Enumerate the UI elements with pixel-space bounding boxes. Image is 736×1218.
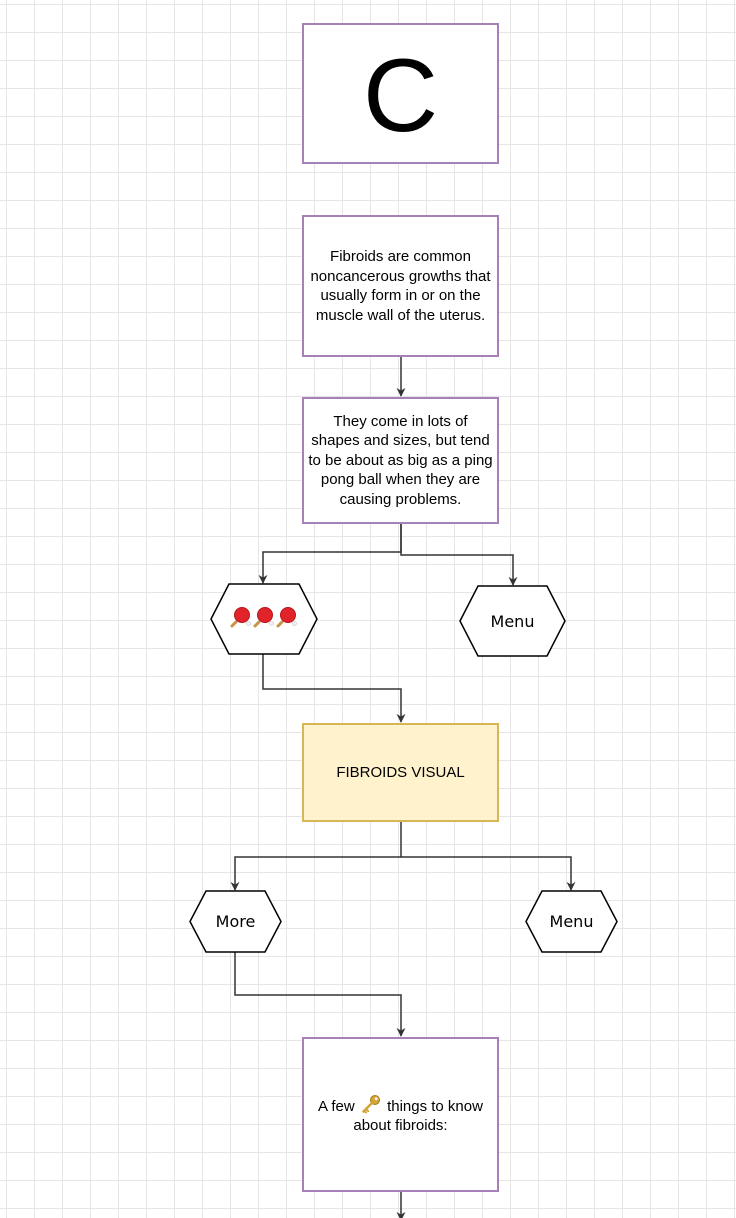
- connector-visual-to-more: [230, 822, 402, 891]
- menu-top-label: Menu: [490, 611, 535, 631]
- hexagon-shape: [525, 890, 618, 953]
- size-box[interactable]: They come in lots of shapes and sizes, b…: [302, 397, 499, 524]
- ping-pong-paddle-icon: [253, 606, 275, 628]
- few-things-box[interactable]: A few things to know about fibroids:: [302, 1037, 499, 1192]
- few-things-after: things to know about fibroids:: [353, 1097, 483, 1135]
- few-things-text: A few things to know about fibroids:: [308, 1094, 493, 1136]
- menu-bottom-label: Menu: [549, 912, 594, 931]
- intro-text: Fibroids are common noncancerous growths…: [310, 248, 491, 324]
- title-letter-box[interactable]: C: [302, 23, 499, 164]
- fibroids-visual-label: FIBROIDS VISUAL: [336, 764, 465, 781]
- intro-box[interactable]: Fibroids are common noncancerous growths…: [302, 215, 499, 357]
- ping-pong-paddle-icon: [276, 606, 298, 628]
- few-things-before: A few: [318, 1097, 355, 1115]
- fibroids-visual-box[interactable]: FIBROIDS VISUAL: [302, 723, 499, 822]
- title-letter: C: [362, 37, 439, 154]
- paddles-group: [230, 606, 299, 632]
- connector-size-to-menu: [400, 524, 518, 586]
- hexagon-shape: [189, 890, 282, 953]
- size-text: They come in lots of shapes and sizes, b…: [308, 412, 493, 508]
- ping-pong-paddle-icon: [230, 606, 252, 628]
- hexagon-shape: [459, 585, 566, 657]
- more-hexagon[interactable]: More: [189, 890, 282, 953]
- key-icon: [361, 1094, 381, 1114]
- menu-hexagon-top[interactable]: Menu: [459, 585, 566, 657]
- connector-visual-to-menu: [401, 856, 576, 891]
- connector-paddles-to-visual: [262, 654, 406, 723]
- connector-more-to-few: [234, 952, 406, 1037]
- more-label: More: [215, 912, 256, 931]
- connector-size-to-paddles: [258, 524, 402, 584]
- paddles-hexagon[interactable]: [210, 583, 318, 655]
- menu-hexagon-bottom[interactable]: Menu: [525, 890, 618, 953]
